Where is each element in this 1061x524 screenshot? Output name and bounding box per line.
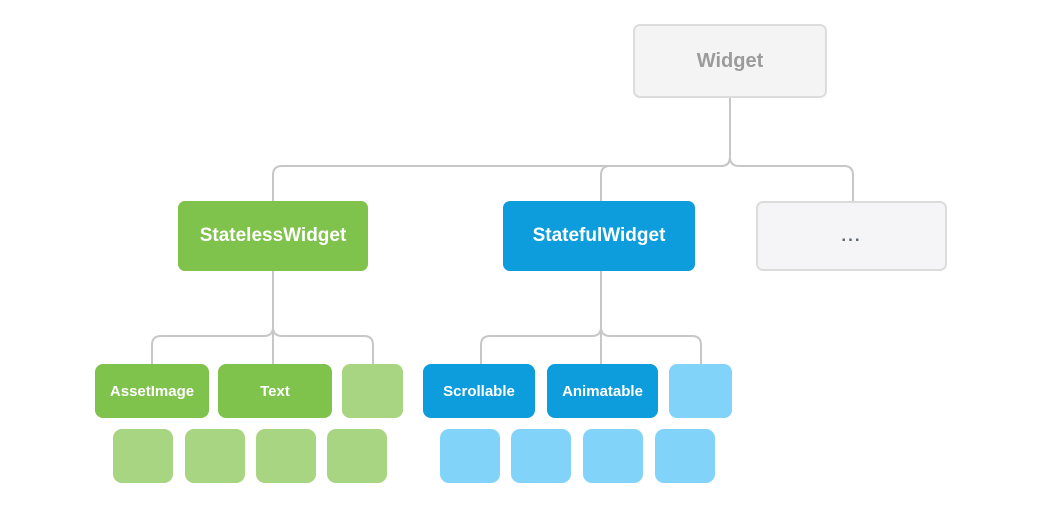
blue-square [655,429,715,483]
connector-stateless-blank [272,271,374,365]
node-statelesswidget: StatelessWidget [178,201,368,271]
green-square [327,429,387,483]
connector-stateful-blank [600,271,702,365]
green-square [185,429,245,483]
green-square [113,429,173,483]
blue-square [511,429,571,483]
node-assetimage: AssetImage [95,364,209,418]
connector-root-other [729,98,854,202]
node-animatable: Animatable [547,364,658,418]
node-stateless-unnamed-child [342,364,403,418]
green-square [256,429,316,483]
connector-root-stateful [600,98,731,202]
node-stateful-unnamed-child [669,364,732,418]
node-widget: Widget [633,24,827,98]
node-scrollable: Scrollable [423,364,535,418]
blue-square [583,429,643,483]
connector-root-stateless [272,98,731,202]
node-statefulwidget: StatefulWidget [503,201,695,271]
node-other-widgets: ... [756,201,947,271]
node-text: Text [218,364,332,418]
blue-square [440,429,500,483]
connector-stateless-assetimage [151,271,274,365]
connector-stateful-scrollable [480,271,602,365]
